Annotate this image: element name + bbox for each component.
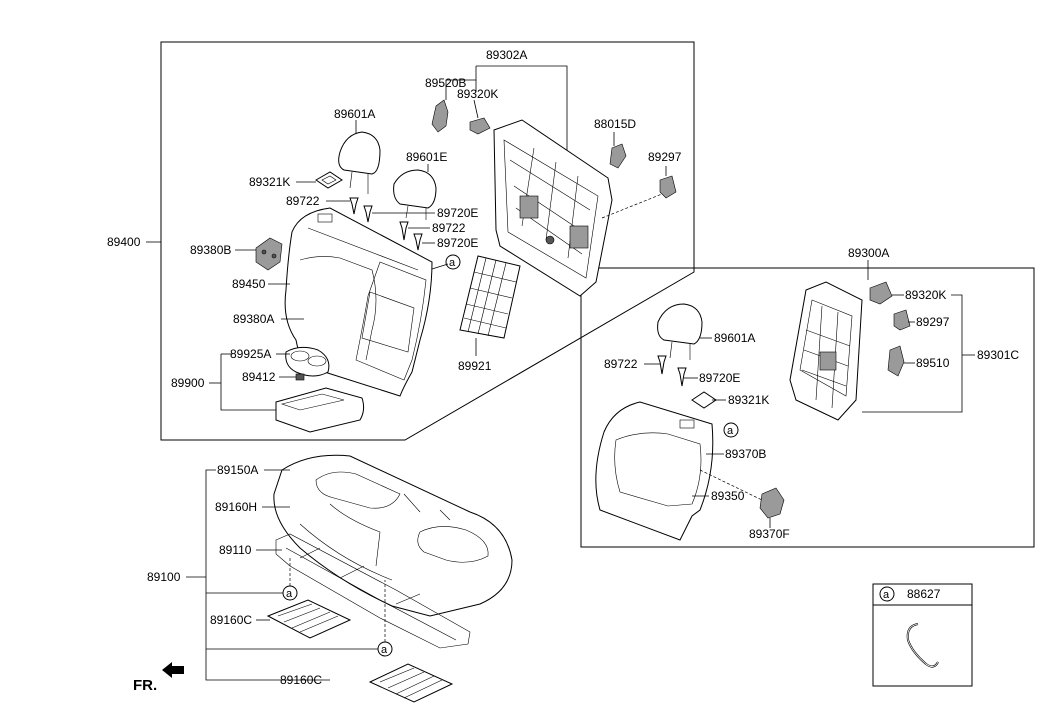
cover-89297-top [659,175,677,199]
label-89370B: 89370B [725,447,766,461]
seat-cushion-89100 [273,454,513,617]
label-89520B: 89520B [425,76,466,90]
label-89720E-right: 89720E [699,371,740,385]
cushion-mat-89160C-b [368,663,454,703]
bezel-89321K-left [315,171,343,189]
label-89380A: 89380A [233,312,274,326]
cushion-frame-89110 [275,533,471,649]
label-89400: 89400 [107,235,141,249]
label-89320K-right: 89320K [905,288,946,302]
label-89720E-b: 89720E [437,236,478,250]
seatback-frame-89302A [493,119,613,297]
pin-89720E-right [677,367,687,387]
pin-89722-right [657,355,667,375]
callout-letter: a [727,425,734,437]
leaders-right-group [644,260,975,528]
label-89412: 89412 [242,370,276,384]
label-89601E: 89601E [406,150,447,164]
clip-legend-frame [872,583,973,687]
latch-89510 [887,345,905,377]
label-89722-b: 89722 [432,221,466,235]
bracket-89370F [759,487,785,519]
headrest-89601A [338,131,381,194]
label-89510: 89510 [916,356,950,370]
cover-89297-right [893,309,911,331]
label-89720E-a: 89720E [437,206,478,220]
seatback-cushion [284,207,433,397]
callout-letter: a [286,588,293,600]
label-89297-right: 89297 [916,315,950,329]
headrest-89601E [393,169,437,220]
label-89301C: 89301C [977,348,1019,362]
label-89297-top: 89297 [648,150,682,164]
label-89450: 89450 [232,277,266,291]
part-88015D [609,143,627,169]
wire-clip-icon [906,623,939,668]
seatback-frame-89300A [789,281,863,421]
label-89900: 89900 [171,376,205,390]
label-89921: 89921 [458,359,492,373]
button-89320K-right [869,281,893,305]
button-89320K-top [469,117,491,135]
label-front: FR. [133,677,157,694]
label-89160H: 89160H [215,500,257,514]
rear-seatback-frame [160,41,695,441]
label-89100: 89100 [147,570,181,584]
side-seatback-frame [580,267,1035,548]
callout-letter: a [381,644,388,656]
label-89722-a: 89722 [286,194,320,208]
callout-letter: a [883,589,890,601]
bracket-89380B [255,237,283,271]
label-89350: 89350 [711,489,745,503]
guide-pins-left [349,197,423,251]
callout-a-side [723,422,739,438]
label-89300A: 89300A [848,246,889,260]
callout-a-legend [879,586,895,602]
label-88015D: 88015D [594,117,636,131]
label-89321K-right: 89321K [728,393,769,407]
leaders-cushion-group [186,469,386,681]
label-89722-right: 89722 [604,357,638,371]
label-89320K-top: 89320K [457,87,498,101]
heater-mat-89921 [459,255,521,339]
callout-letter: a [449,257,456,269]
label-89380B: 89380B [190,243,231,257]
latch-89520B [431,99,449,133]
label-89601A-left: 89601A [334,107,375,121]
label-89925A: 89925A [230,347,271,361]
label-89160C-a: 89160C [210,613,252,627]
label-89601A-right: 89601A [714,331,755,345]
callout-a-seatback [445,254,461,270]
label-89321K-left: 89321K [249,175,290,189]
side-seatback-cushion [595,401,714,541]
label-89370F: 89370F [749,527,790,541]
front-direction-arrow-icon [162,662,184,678]
cushion-mat-89160C-a [266,599,352,639]
label-89150A: 89150A [217,463,258,477]
label-89110: 89110 [219,543,252,557]
label-89302A: 89302A [486,48,527,62]
label-89160C-b: 89160C [280,673,322,687]
headrest-89601A-right [657,303,703,360]
label-88627: 88627 [907,587,941,601]
armrest-89900 [275,346,365,433]
leaders-left-group [146,65,667,411]
